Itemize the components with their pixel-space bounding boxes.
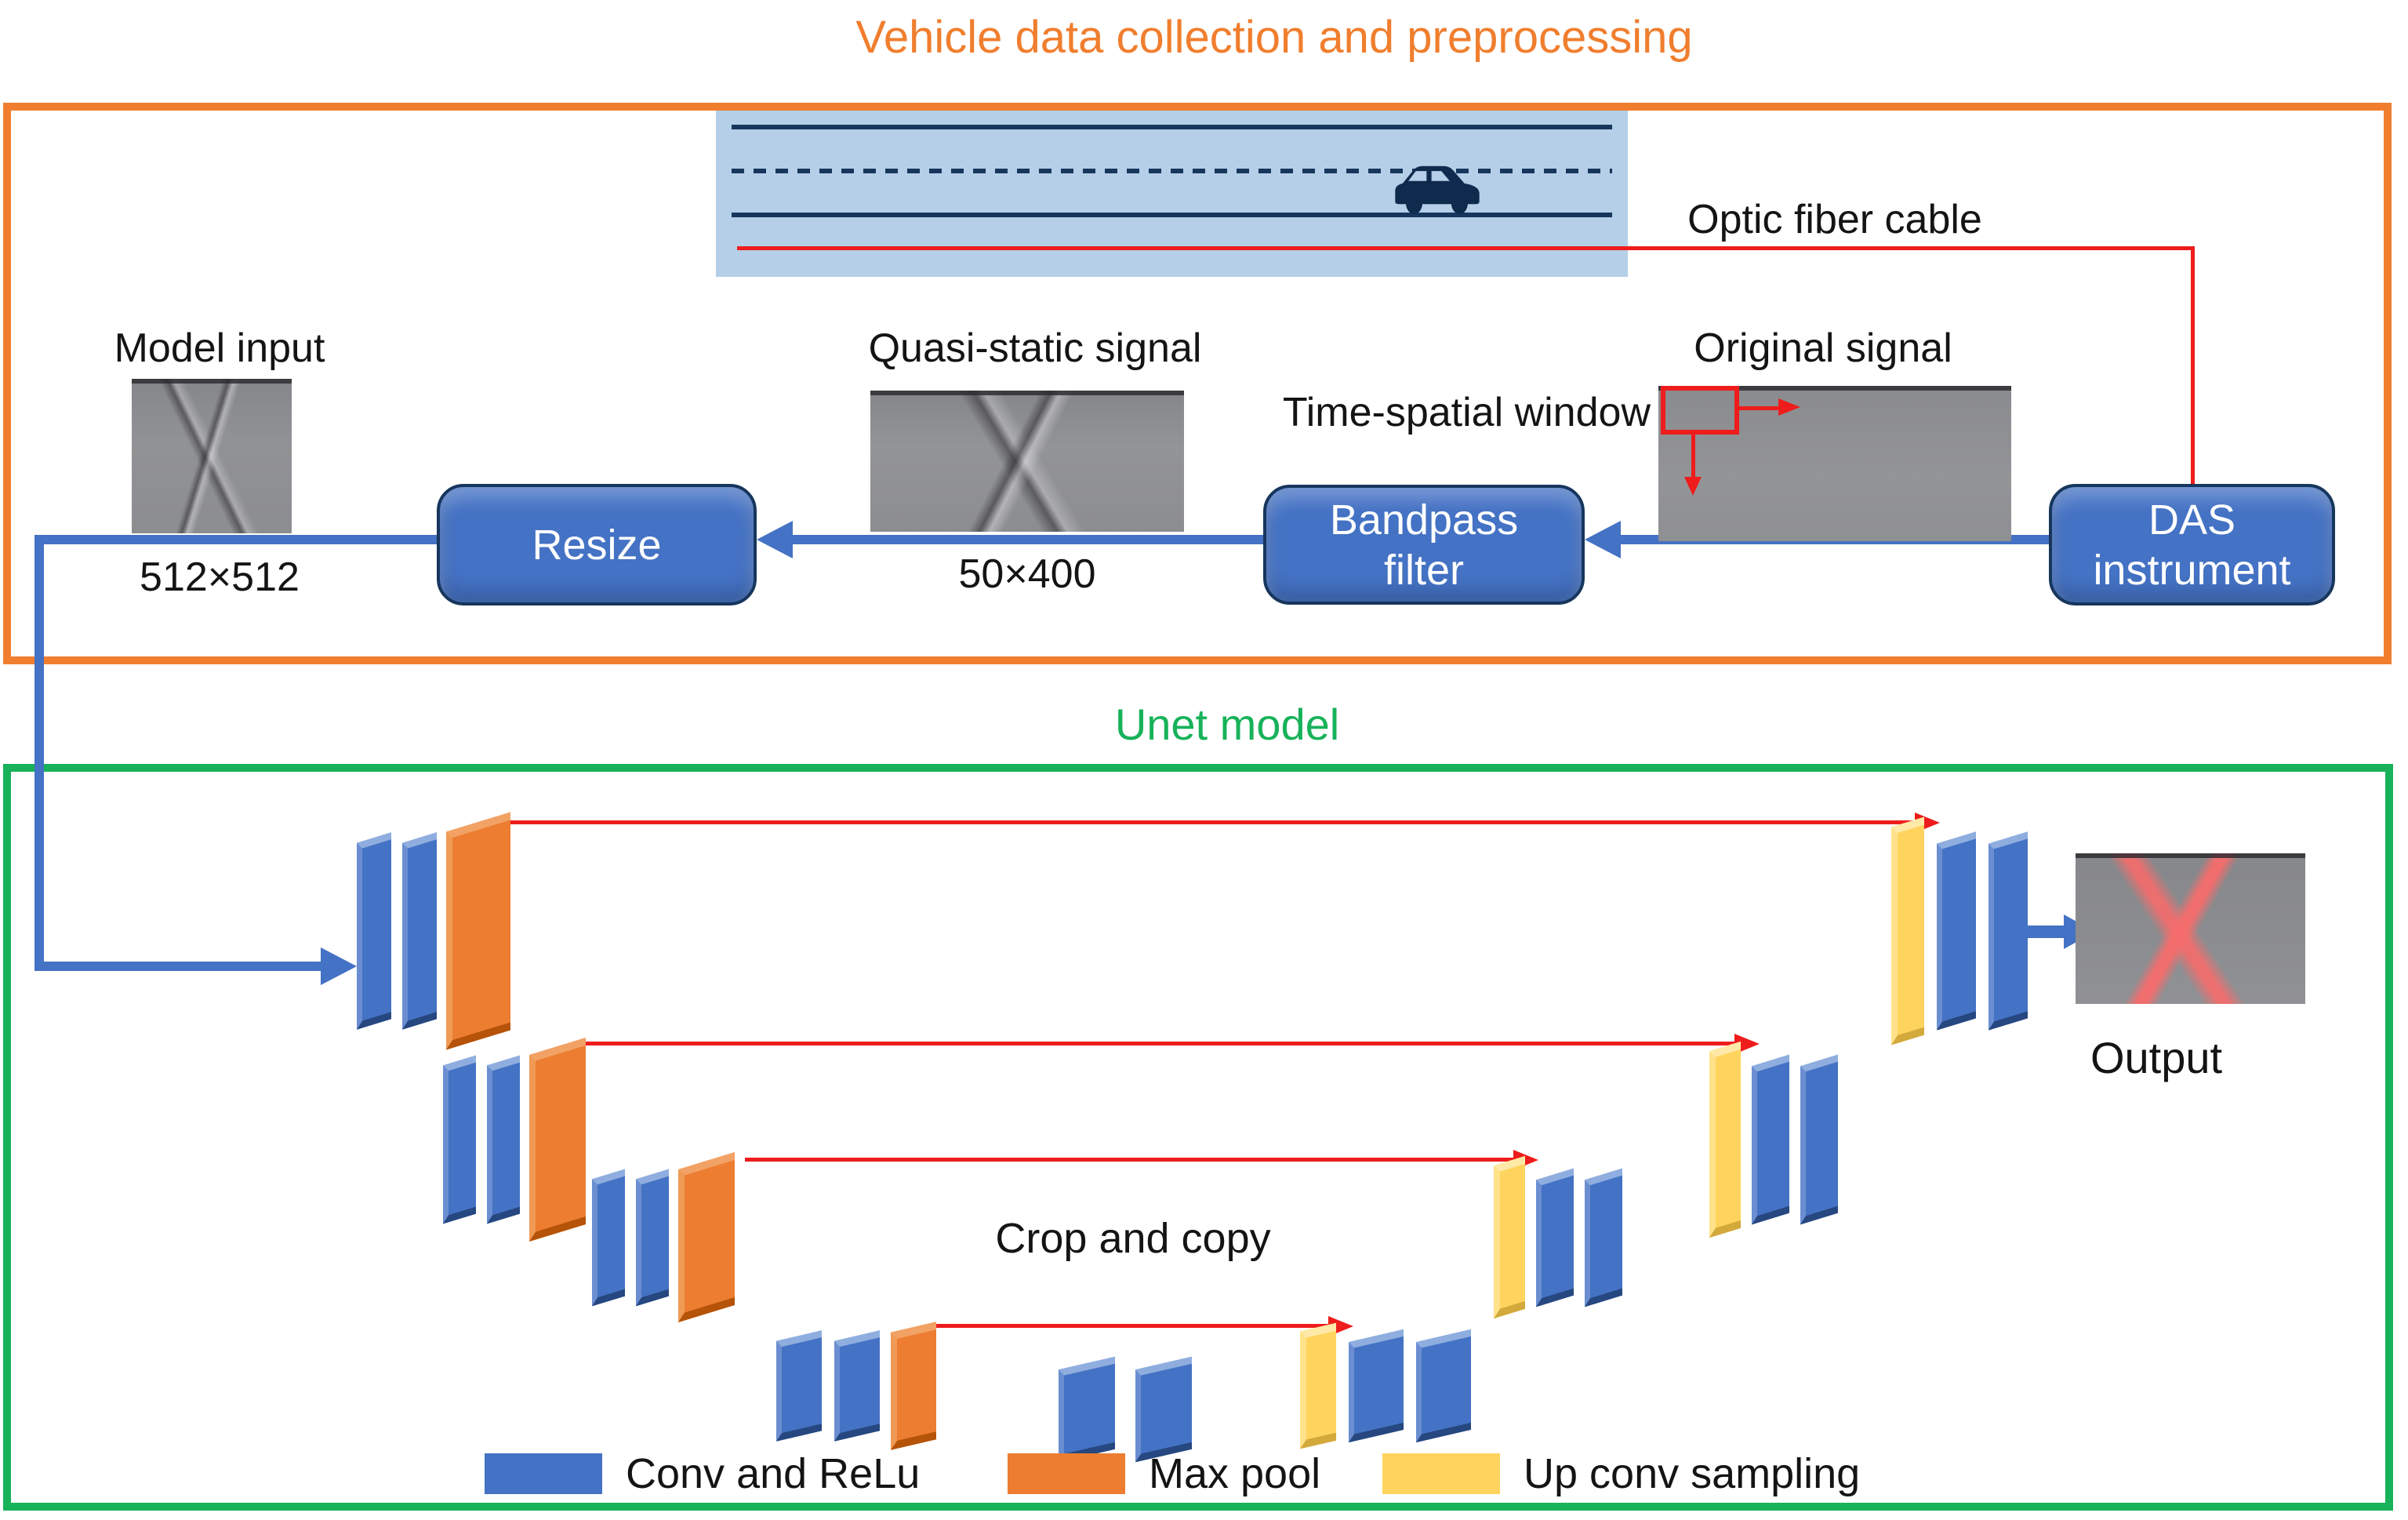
conv-relu-slab bbox=[1752, 1054, 1789, 1225]
conv-relu-swatch bbox=[485, 1453, 602, 1494]
max-pool-slab bbox=[891, 1322, 936, 1450]
max-pool-slab bbox=[446, 812, 510, 1050]
encoder-block-level4 bbox=[776, 1322, 936, 1450]
conv-relu-slab bbox=[357, 832, 391, 1030]
conv-relu-slab bbox=[402, 832, 437, 1030]
conv-relu-slab bbox=[1349, 1329, 1404, 1443]
time-spatial-window-label: Time-spatial window bbox=[1282, 390, 1651, 435]
decoder-block-level1 bbox=[1891, 816, 2028, 1045]
model-input-image bbox=[132, 379, 292, 533]
original-signal-image bbox=[1658, 386, 2011, 541]
conv-relu-slab bbox=[1536, 1168, 1574, 1307]
conv-relu-slab bbox=[487, 1055, 520, 1224]
legend-label-up-conv: Up conv sampling bbox=[1524, 1450, 1861, 1497]
preprocessing-box-outline bbox=[3, 103, 2392, 664]
flow-line-vertical-into-unet bbox=[35, 535, 44, 966]
up-conv-slab bbox=[1494, 1155, 1525, 1319]
arrowhead-into-bandpass bbox=[1585, 521, 1621, 558]
car-icon bbox=[1395, 165, 1480, 214]
legend-label-max-pool: Max pool bbox=[1149, 1450, 1321, 1497]
window-scan-arrowhead-down bbox=[1684, 477, 1702, 496]
model-input-size: 512×512 bbox=[140, 555, 300, 600]
conv-relu-slab bbox=[1585, 1168, 1622, 1307]
conv-relu-slab bbox=[592, 1169, 625, 1306]
optic-fiber-line-vertical bbox=[2191, 246, 2195, 485]
skip-connection-level1 bbox=[506, 820, 1915, 824]
road-center-dashed-line bbox=[732, 169, 1612, 173]
quasi-static-label: Quasi-static signal bbox=[868, 325, 1202, 371]
crop-and-copy-label: Crop and copy bbox=[995, 1215, 1271, 1262]
decoder-block-level2 bbox=[1709, 1041, 1838, 1238]
window-scan-arrow-down-line bbox=[1691, 431, 1695, 477]
bandpass-node-label-line2: filter bbox=[1383, 546, 1464, 594]
encoder-block-level1 bbox=[357, 812, 510, 1050]
output-label: Output bbox=[2090, 1033, 2223, 1082]
arrowhead-into-resize bbox=[757, 521, 793, 558]
skip-connection-level4 bbox=[935, 1324, 1328, 1328]
arrowhead-into-encoder1 bbox=[321, 947, 357, 985]
conv-relu-slab bbox=[1989, 831, 2028, 1031]
legend-item-conv-relu: Conv and ReLu bbox=[485, 1449, 920, 1498]
optic-fiber-line-horizontal bbox=[737, 246, 2195, 250]
up-conv-swatch bbox=[1382, 1453, 1500, 1494]
road-edge-line-bottom bbox=[732, 213, 1612, 217]
resize-node: Resize bbox=[437, 484, 757, 605]
window-scan-arrowhead-right bbox=[1778, 398, 1800, 416]
decoder-block-level4 bbox=[1300, 1322, 1471, 1449]
conv-relu-slab bbox=[1059, 1356, 1115, 1463]
das-node-label-line2: instrument bbox=[2093, 546, 2291, 594]
time-spatial-window-box bbox=[1661, 386, 1739, 435]
skip-connection-level2 bbox=[580, 1042, 1734, 1045]
conv-relu-slab bbox=[443, 1055, 476, 1224]
encoder-block-level3 bbox=[592, 1151, 735, 1323]
optic-fiber-cable-label: Optic fiber cable bbox=[1687, 197, 1982, 242]
up-conv-slab bbox=[1300, 1322, 1336, 1449]
up-conv-slab bbox=[1891, 816, 1924, 1045]
road-illustration bbox=[716, 111, 1628, 277]
das-instrument-node: DAS instrument bbox=[2049, 484, 2335, 605]
legend-item-max-pool: Max pool bbox=[1008, 1449, 1320, 1498]
legend-item-up-conv: Up conv sampling bbox=[1382, 1449, 1860, 1498]
conv-relu-slab bbox=[1800, 1054, 1838, 1225]
conv-relu-slab bbox=[1937, 831, 1976, 1031]
original-signal-label: Original signal bbox=[1694, 325, 1952, 371]
max-pool-swatch bbox=[1008, 1453, 1125, 1494]
unet-box-outline bbox=[3, 764, 2393, 1511]
skip-connection-level3 bbox=[745, 1158, 1513, 1162]
quasi-static-size: 50×400 bbox=[958, 551, 1096, 597]
bandpass-filter-node: Bandpass filter bbox=[1263, 485, 1585, 605]
flow-line-bandpass-to-resize bbox=[790, 535, 1263, 544]
preprocessing-title: Vehicle data collection and preprocessin… bbox=[855, 12, 1693, 63]
unet-title: Unet model bbox=[1114, 700, 1340, 749]
conv-relu-slab bbox=[636, 1169, 669, 1306]
conv-relu-slab bbox=[834, 1330, 880, 1442]
conv-relu-slab bbox=[776, 1330, 822, 1442]
output-image bbox=[2076, 853, 2305, 1004]
flow-line-into-encoder1 bbox=[35, 962, 321, 971]
encoder-block-level2 bbox=[443, 1037, 586, 1242]
decoder-block-level3 bbox=[1494, 1155, 1622, 1319]
legend-label-conv-relu: Conv and ReLu bbox=[626, 1450, 921, 1497]
flow-line-resize-to-corner bbox=[35, 535, 437, 544]
bottleneck-block bbox=[1059, 1356, 1192, 1463]
output-arrow-line bbox=[2026, 925, 2064, 938]
road-edge-line-top bbox=[732, 125, 1612, 129]
up-conv-slab bbox=[1709, 1041, 1741, 1238]
window-scan-arrow-right-line bbox=[1738, 406, 1778, 410]
model-input-label: Model input bbox=[114, 325, 325, 371]
quasi-static-image bbox=[870, 391, 1184, 532]
conv-relu-slab bbox=[1416, 1329, 1471, 1443]
das-node-label-line1: DAS bbox=[2148, 496, 2236, 544]
max-pool-slab bbox=[678, 1151, 735, 1323]
bandpass-node-label-line1: Bandpass bbox=[1329, 496, 1519, 544]
conv-relu-slab bbox=[1135, 1356, 1192, 1463]
max-pool-slab bbox=[529, 1037, 586, 1242]
resize-node-label: Resize bbox=[532, 521, 662, 569]
